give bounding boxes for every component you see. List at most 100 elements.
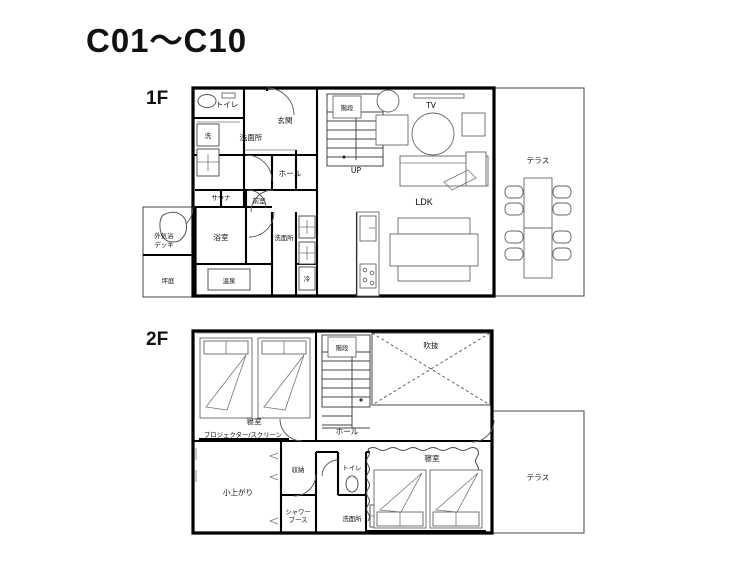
tv-unit [413,93,465,99]
label-1f-deck-1: 外気浴 [154,231,174,240]
label-1f-deck-2: デッキ [154,240,173,249]
vanity-sink-north-lines [197,154,219,171]
duvet-w1 [205,354,247,411]
label-1f-entrance: 玄関 [277,115,292,125]
curtain-edge-top [367,447,478,451]
floor-label-1f: 1F [146,88,169,109]
sauna-door-swing [247,189,267,209]
floor-label-2f: 2F [146,329,169,350]
stairs-1f-treads [327,111,383,167]
stove-burner-2 [369,270,375,276]
terrace-chair-w4 [504,247,524,261]
lounge-chair-icon [159,211,187,243]
coffee-table-round [411,112,455,156]
dining-bench-south [397,265,471,282]
void-cross [371,332,491,406]
stairs-2f-treads [322,351,370,426]
terrace-chair-e2 [552,202,572,216]
stairs-2f-label-box [327,336,357,358]
label-1f-toilet: トイレ [216,100,239,109]
stairs-1f-start-dot [342,155,346,159]
terrace-chair-e3 [552,230,572,244]
terrace-chair-e1 [552,185,572,199]
toilet-tank-1f [221,92,236,99]
armchair-1 [375,114,409,146]
label-2f-shower-2: ブース [289,515,308,524]
label-2f-hall: ホール [336,427,359,436]
stairs-2f-dot [359,398,363,402]
dining-bench-north [397,217,471,235]
label-1f-anteroom: 前室 [253,196,266,205]
stove-burner-4 [369,280,375,286]
vanity-sink-south-1-lines [299,220,315,234]
duvet-w2 [263,354,305,411]
hall-door-swing [245,154,273,182]
storage-door-swing [293,473,317,497]
label-1f-onsen: 温泉 [223,276,236,285]
label-2f-projector-screen: プロジェクター/スクリーン [204,430,282,439]
armchair-2 [461,112,486,137]
terrace-table-north [523,177,553,229]
outer-wall-1f [191,86,496,298]
label-1f-terrace: テラス [527,156,550,165]
terrace-chair-w2 [504,202,524,216]
stairs-1f-label-box [332,95,362,119]
label-2f-raised-tatami: 小上がり [223,487,253,497]
label-1f-fridge: 冷 [304,274,311,283]
kitchen-sink [359,215,377,242]
terrace-table-south [523,227,553,279]
label-2f-shower-1: シャワー [285,508,311,516]
toilet-bowl-icon-1f [197,94,217,108]
label-2f-washroom: 洗面所 [342,514,362,523]
onsen-tub-icon [207,268,251,291]
washing-machine-icon [196,123,220,147]
entrance-door-swing [266,87,295,116]
terrace-2f-outline [491,410,585,534]
label-1f-sauna: サウナ [211,194,230,202]
label-1f-courtyard: 坪庭 [162,276,175,285]
bedroom-w-door-swing [279,418,303,442]
side-table-round [376,89,400,113]
label-2f-void: 吹抜 [423,340,439,350]
label-1f-stairs: 階段 [341,103,354,112]
duvet-e2 [435,472,479,513]
terrace-chair-e4 [552,247,572,261]
vanity-sink-south-2-lines [299,246,315,260]
bath-door-swing [248,211,275,238]
sofa-cushion [443,169,477,191]
label-2f-bedroom-west: 寝室 [246,416,262,426]
terrace-chair-w3 [504,230,524,244]
terrace-chair-w1 [504,185,524,199]
label-1f-stairs-direction: UP [351,166,362,175]
fridge-icon [298,266,316,291]
void-outline [371,332,491,406]
label-2f-bedroom-east: 寝室 [424,453,440,463]
label-1f-ldk: LDK [415,197,433,207]
label-1f-laundry: 洗 [205,131,212,140]
stairs-2f-rail [322,357,370,429]
outer-wall-2f [191,329,494,535]
label-1f-washroom-south: 洗面所 [274,233,294,242]
stove-burner-3 [362,277,368,283]
label-1f-hall: ホール [279,169,302,178]
label-2f-toilet: トイレ [342,464,361,472]
stove-burner-1 [362,267,368,273]
label-1f-washroom-north: 洗面所 [240,132,263,142]
tatami-openings [195,448,279,525]
duvet-e1 [379,472,423,513]
label-2f-storage: 収納 [292,465,305,474]
floor-plan-2f: 寝室 プロジェクター/スクリーン 階段 吹抜 ホール 小上がり 収納 シャワー … [191,329,585,535]
label-1f-tv: TV [425,101,437,110]
curtain-edge-left [366,448,370,522]
terrace-2f-door-swing [471,419,495,443]
sofa-chaise [465,151,487,187]
anteroom-door-swing [250,189,274,213]
toilet-2f-door-swing [321,459,339,477]
dining-table-1f [389,233,479,267]
floor-plan-1f: トイレ 洗 洗面所 玄関 ホール サウナ 前室 外気浴 デッキ 浴室 洗面所 坪… [142,86,585,298]
page-title: C01〜C10 [86,22,248,59]
label-2f-terrace: テラス [527,473,550,482]
toilet-bowl-icon-2f [345,475,359,493]
label-2f-stairs: 階段 [336,343,349,352]
